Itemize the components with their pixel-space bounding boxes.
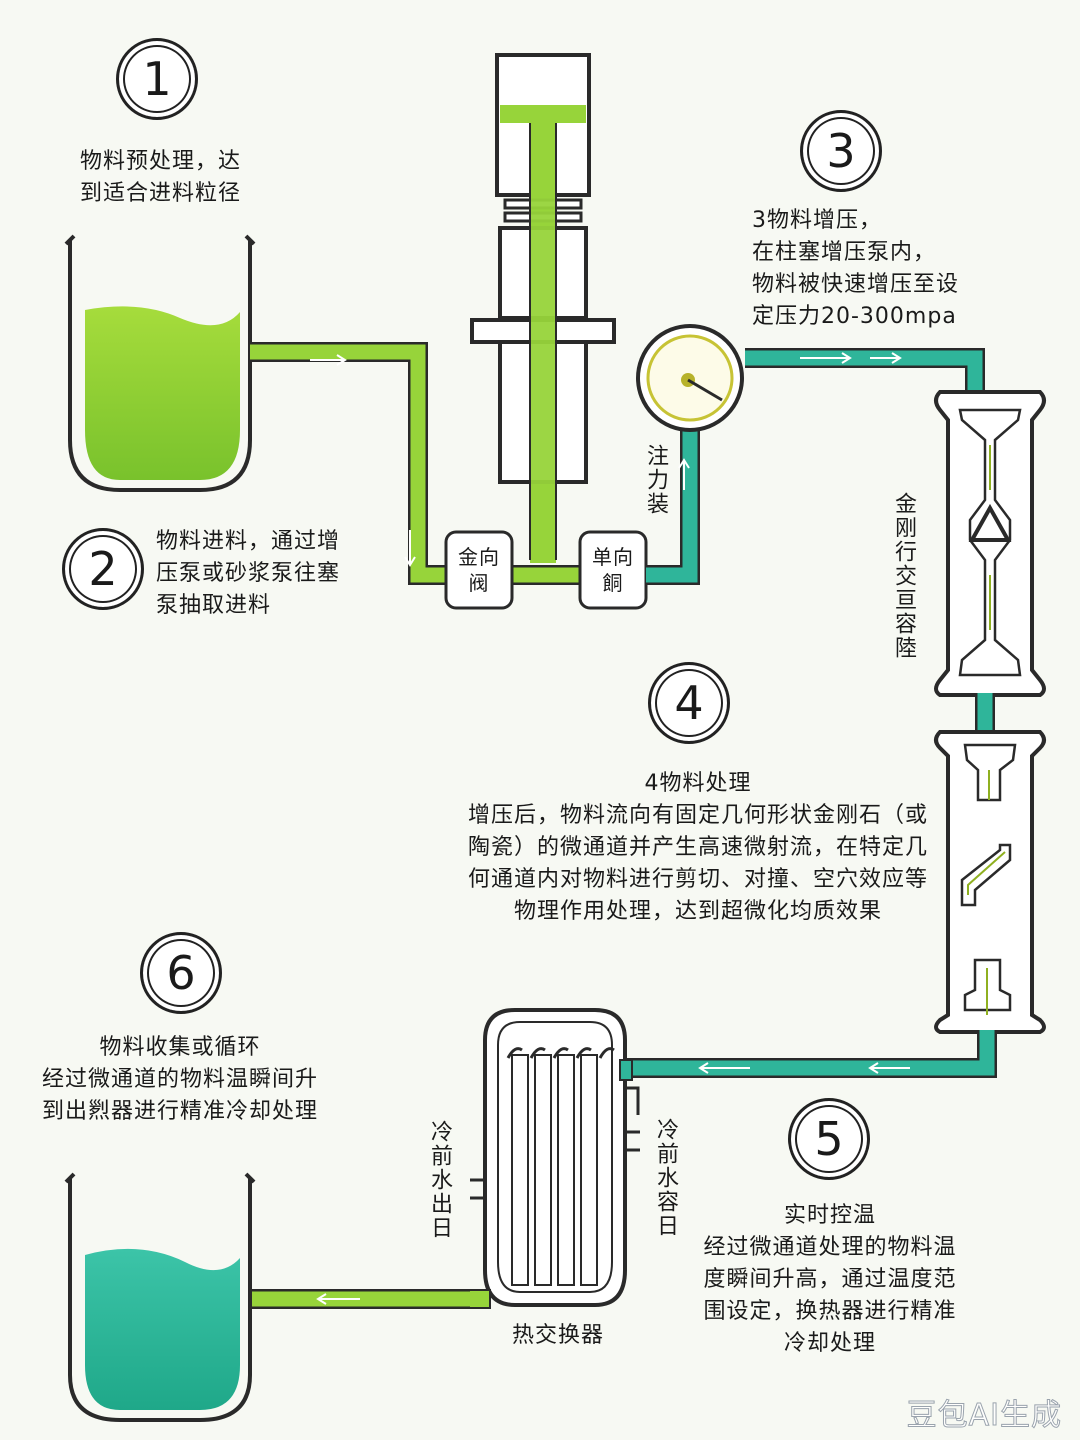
step-2-number: 2	[62, 528, 144, 610]
feed-beaker	[64, 234, 256, 492]
chamber-label: 金刚行交亘容陸	[891, 492, 916, 660]
step-3-text: 3物料增压， 在柱塞增压泵内， 物料被快速增压至设 定压力20-300mpa	[752, 208, 960, 329]
pressure-pipe	[646, 348, 985, 585]
ai-watermark: 豆包AI生成	[906, 1398, 1062, 1434]
step-3-number: 3	[800, 110, 882, 192]
step-1-number: 1	[116, 38, 198, 120]
heat-exchanger-label: 热交换器	[512, 1323, 605, 1348]
step-6-number: 6	[140, 932, 222, 1014]
step-2-text: 物料进料，通过增 压泵或砂浆泵往塞 泵抽取进料	[156, 529, 341, 618]
heat-exchanger	[467, 1008, 640, 1309]
step-6-text: 物料收集或循环 经过微通道的物料温瞬间升 到出煭器进行精准冷却处理	[41, 1035, 318, 1124]
step-5-number: 5	[788, 1098, 870, 1180]
collection-beaker	[64, 1172, 256, 1422]
outlet-pipe	[620, 1030, 997, 1078]
step-4-text: 4物料处理 增压后，物料流向有固定几何形状金刚石（或 陶瓷）的微通道并产生高速微…	[467, 771, 928, 924]
diamond-chamber-lower	[934, 730, 1046, 1034]
step-4-number: 4	[648, 662, 730, 744]
pressure-gauge	[636, 324, 744, 432]
check-valve-1	[444, 530, 514, 610]
valve-2-label: 单向 餇	[592, 545, 634, 595]
gauge-label: 注力装	[643, 444, 668, 516]
coolant-out-label: 冷前水出日	[427, 1120, 452, 1240]
coolant-in-label: 冷前水容日	[653, 1118, 678, 1238]
return-pipe	[248, 1289, 472, 1309]
feed-pipe	[250, 342, 448, 585]
step-1-text: 物料预处理，达 到适合进料粒径	[80, 149, 242, 206]
step-5-text: 实时控温 经过微通道处理的物料温 度瞬间升高，通过温度范 围设定，换热器进行精准…	[703, 1203, 957, 1356]
valve-1-label: 金向 阀	[458, 545, 500, 595]
diamond-chamber-upper	[934, 390, 1046, 697]
plunger-pump	[470, 53, 616, 563]
